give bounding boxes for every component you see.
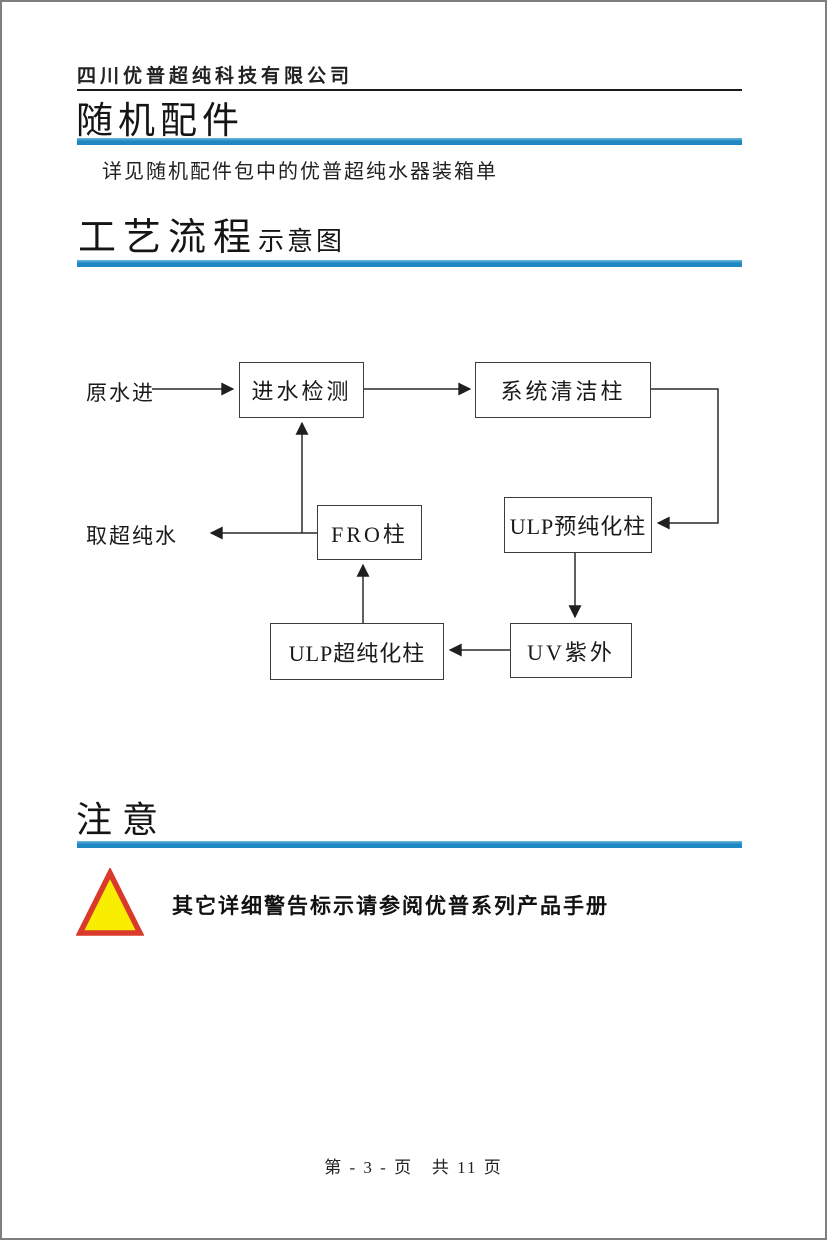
process-title-main: 工艺流程 (78, 217, 259, 259)
process-title-rule (77, 260, 742, 267)
section-title-accessories: 随机配件 (76, 101, 244, 142)
flow-label-take-ultrapure-water: 取超纯水 (86, 524, 178, 548)
flow-node-ulp-prepurify-column: ULP预纯化柱 (504, 497, 652, 553)
flow-node-inlet-detect: 进水检测 (239, 362, 364, 418)
accessories-body-text: 详见随机配件包中的优普超纯水器装箱单 (102, 161, 498, 183)
section-title-notice: 注意 (76, 800, 169, 840)
flow-node-uv: UV紫外 (510, 623, 632, 678)
header-divider (77, 89, 742, 91)
notice-title-rule (77, 841, 742, 848)
company-name: 四川优普超纯科技有限公司 (77, 66, 354, 87)
warning-triangle-icon (76, 868, 144, 936)
page-number-footer: 第 - 3 - 页 共 11 页 (324, 1158, 503, 1177)
warning-text: 其它详细警告标示请参阅优普系列产品手册 (172, 895, 609, 918)
section-title-process-flow: 工艺流程示意图 (78, 217, 346, 259)
process-title-sub: 示意图 (258, 227, 346, 256)
flow-node-system-clean-column: 系统清洁柱 (475, 362, 651, 418)
accessories-title-rule (77, 138, 742, 145)
flow-label-raw-water-in: 原水进 (86, 381, 155, 405)
flow-node-ulp-ultrapurify-column: ULP超纯化柱 (270, 623, 444, 680)
flow-node-fro-column: FRO柱 (317, 505, 422, 560)
